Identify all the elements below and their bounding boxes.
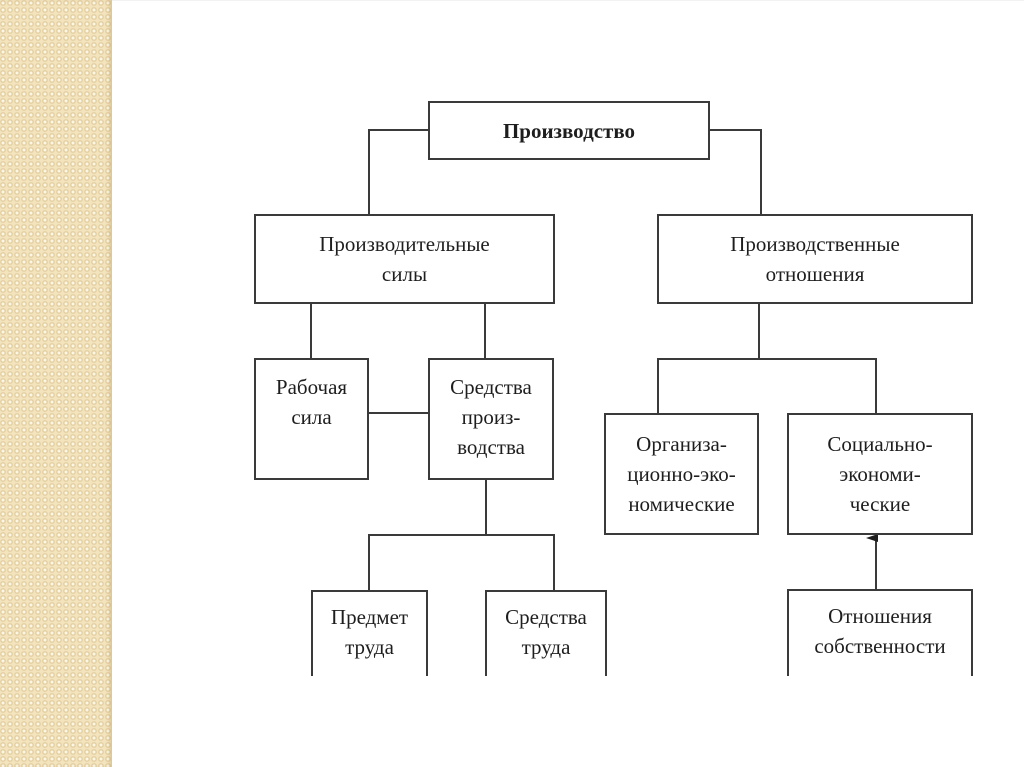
node-property-relations: Отношения собственности <box>787 589 973 676</box>
node-production: Производство <box>428 101 710 160</box>
node-means-of-labor: Средства труда <box>485 590 607 676</box>
node-property-relations-line-1: Отношения <box>828 604 932 628</box>
node-org-economic: Организа- ционно-эко- номические <box>604 413 759 535</box>
node-socio-economic-line-1: Социально- <box>827 432 933 456</box>
node-productive-forces-line-2: силы <box>381 262 428 286</box>
node-relations-line-2: отношения <box>765 262 865 286</box>
node-means-of-production-line-1: Средства <box>450 375 532 399</box>
edge-production-to-productive-forces <box>368 129 428 215</box>
edge-production-to-relations-of-production <box>709 129 762 215</box>
node-relations-line-1: Производственные <box>730 232 900 256</box>
node-production-label: Производство <box>502 118 636 143</box>
edge-relations-to-org-and-socio <box>657 358 877 414</box>
decorative-side-strip <box>0 0 112 767</box>
slide-area <box>112 0 1024 767</box>
node-socio-economic-line-2: экономи- <box>839 462 921 486</box>
node-means-of-production: Средства произ- водства <box>428 358 554 480</box>
node-object-of-labor-line-2: труда <box>345 635 394 659</box>
node-means-of-production-line-3: водства <box>457 435 525 459</box>
node-productive-forces-line-1: Производительные <box>319 232 490 256</box>
node-labor-force-line-1: Рабочая <box>275 375 348 399</box>
node-object-of-labor: Предмет труда <box>311 590 428 676</box>
node-socio-economic-line-3: ческие <box>849 492 911 516</box>
edge-means-of-production-to-object-and-means-of-labor <box>368 534 555 591</box>
node-means-of-labor-line-1: Средства <box>505 605 587 629</box>
node-productive-forces: Производительные силы <box>254 214 555 304</box>
node-labor-force: Рабочая сила <box>254 358 369 480</box>
node-means-of-production-line-2: произ- <box>461 405 521 429</box>
node-labor-force-line-2: сила <box>291 405 332 429</box>
node-means-of-labor-line-2: труда <box>521 635 571 659</box>
node-property-relations-line-2: собственности <box>814 634 946 658</box>
node-org-economic-line-1: Организа- <box>636 432 727 456</box>
node-org-economic-line-2: ционно-эко- <box>627 462 736 486</box>
node-org-economic-line-3: номические <box>628 492 735 516</box>
slide-bottom-area <box>112 676 1024 767</box>
node-relations-of-production: Производственные отношения <box>657 214 973 304</box>
node-socio-economic: Социально- экономи- ческие <box>787 413 973 535</box>
node-object-of-labor-line-1: Предмет <box>330 605 409 629</box>
